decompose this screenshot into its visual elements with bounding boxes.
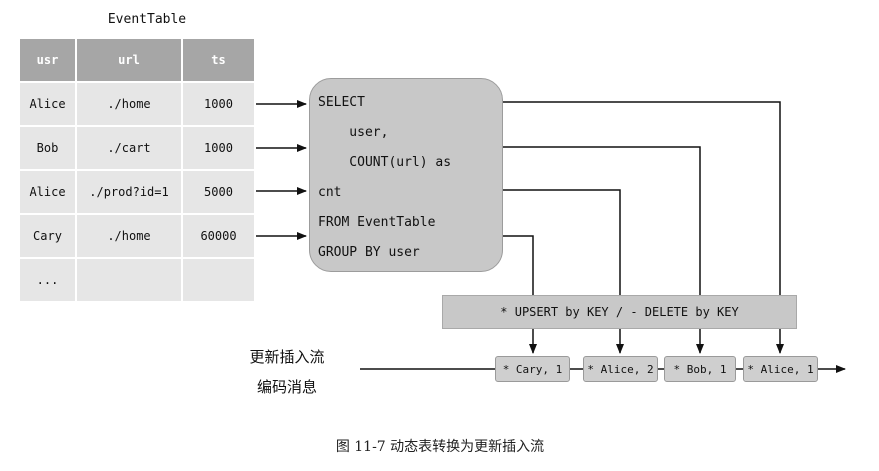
table-cell: 1000: [183, 83, 254, 125]
table-title: EventTable: [107, 12, 187, 27]
table-cell: ./cart: [77, 127, 181, 169]
table-cell: 60000: [183, 215, 254, 257]
stream-message: * Alice, 1: [743, 356, 818, 382]
table-cell: ./home: [77, 83, 181, 125]
stream-label: 编码消息: [256, 378, 317, 396]
stream-message: * Alice, 2: [583, 356, 658, 382]
table-cell: [77, 259, 181, 301]
sql-query-box: SELECT user, COUNT(url) as cnt FROM Even…: [309, 78, 503, 272]
result-arrow: [502, 101, 784, 354]
sql-line: user,: [318, 125, 389, 140]
stream-message: * Cary, 1: [495, 356, 570, 382]
table-header-ts: ts: [183, 39, 254, 81]
table-header-usr: usr: [20, 39, 75, 81]
table-cell: ./prod?id=1: [77, 171, 181, 213]
sql-line: FROM EventTable: [318, 215, 436, 230]
table-cell: Cary: [20, 215, 75, 257]
upsert-delete-bar: * UPSERT by KEY / - DELETE by KEY: [442, 295, 797, 329]
table-cell: Bob: [20, 127, 75, 169]
sql-line: COUNT(url) as: [318, 155, 452, 170]
stream-label: 更新插入流: [249, 348, 325, 366]
figure-caption: 图 11-7 动态表转换为更新插入流: [335, 439, 545, 455]
result-arrow: [502, 146, 704, 354]
table-cell: ./home: [77, 215, 181, 257]
sql-line: GROUP BY user: [318, 245, 420, 260]
table-cell: 5000: [183, 171, 254, 213]
table-cell: Alice: [20, 171, 75, 213]
table-header-url: url: [77, 39, 181, 81]
sql-line: SELECT: [318, 95, 365, 110]
table-cell: [183, 259, 254, 301]
sql-line: cnt: [318, 185, 342, 200]
stream-message: * Bob, 1: [664, 356, 736, 382]
table-cell: 1000: [183, 127, 254, 169]
table-cell: Alice: [20, 83, 75, 125]
table-cell-ellipsis: ...: [20, 259, 75, 301]
